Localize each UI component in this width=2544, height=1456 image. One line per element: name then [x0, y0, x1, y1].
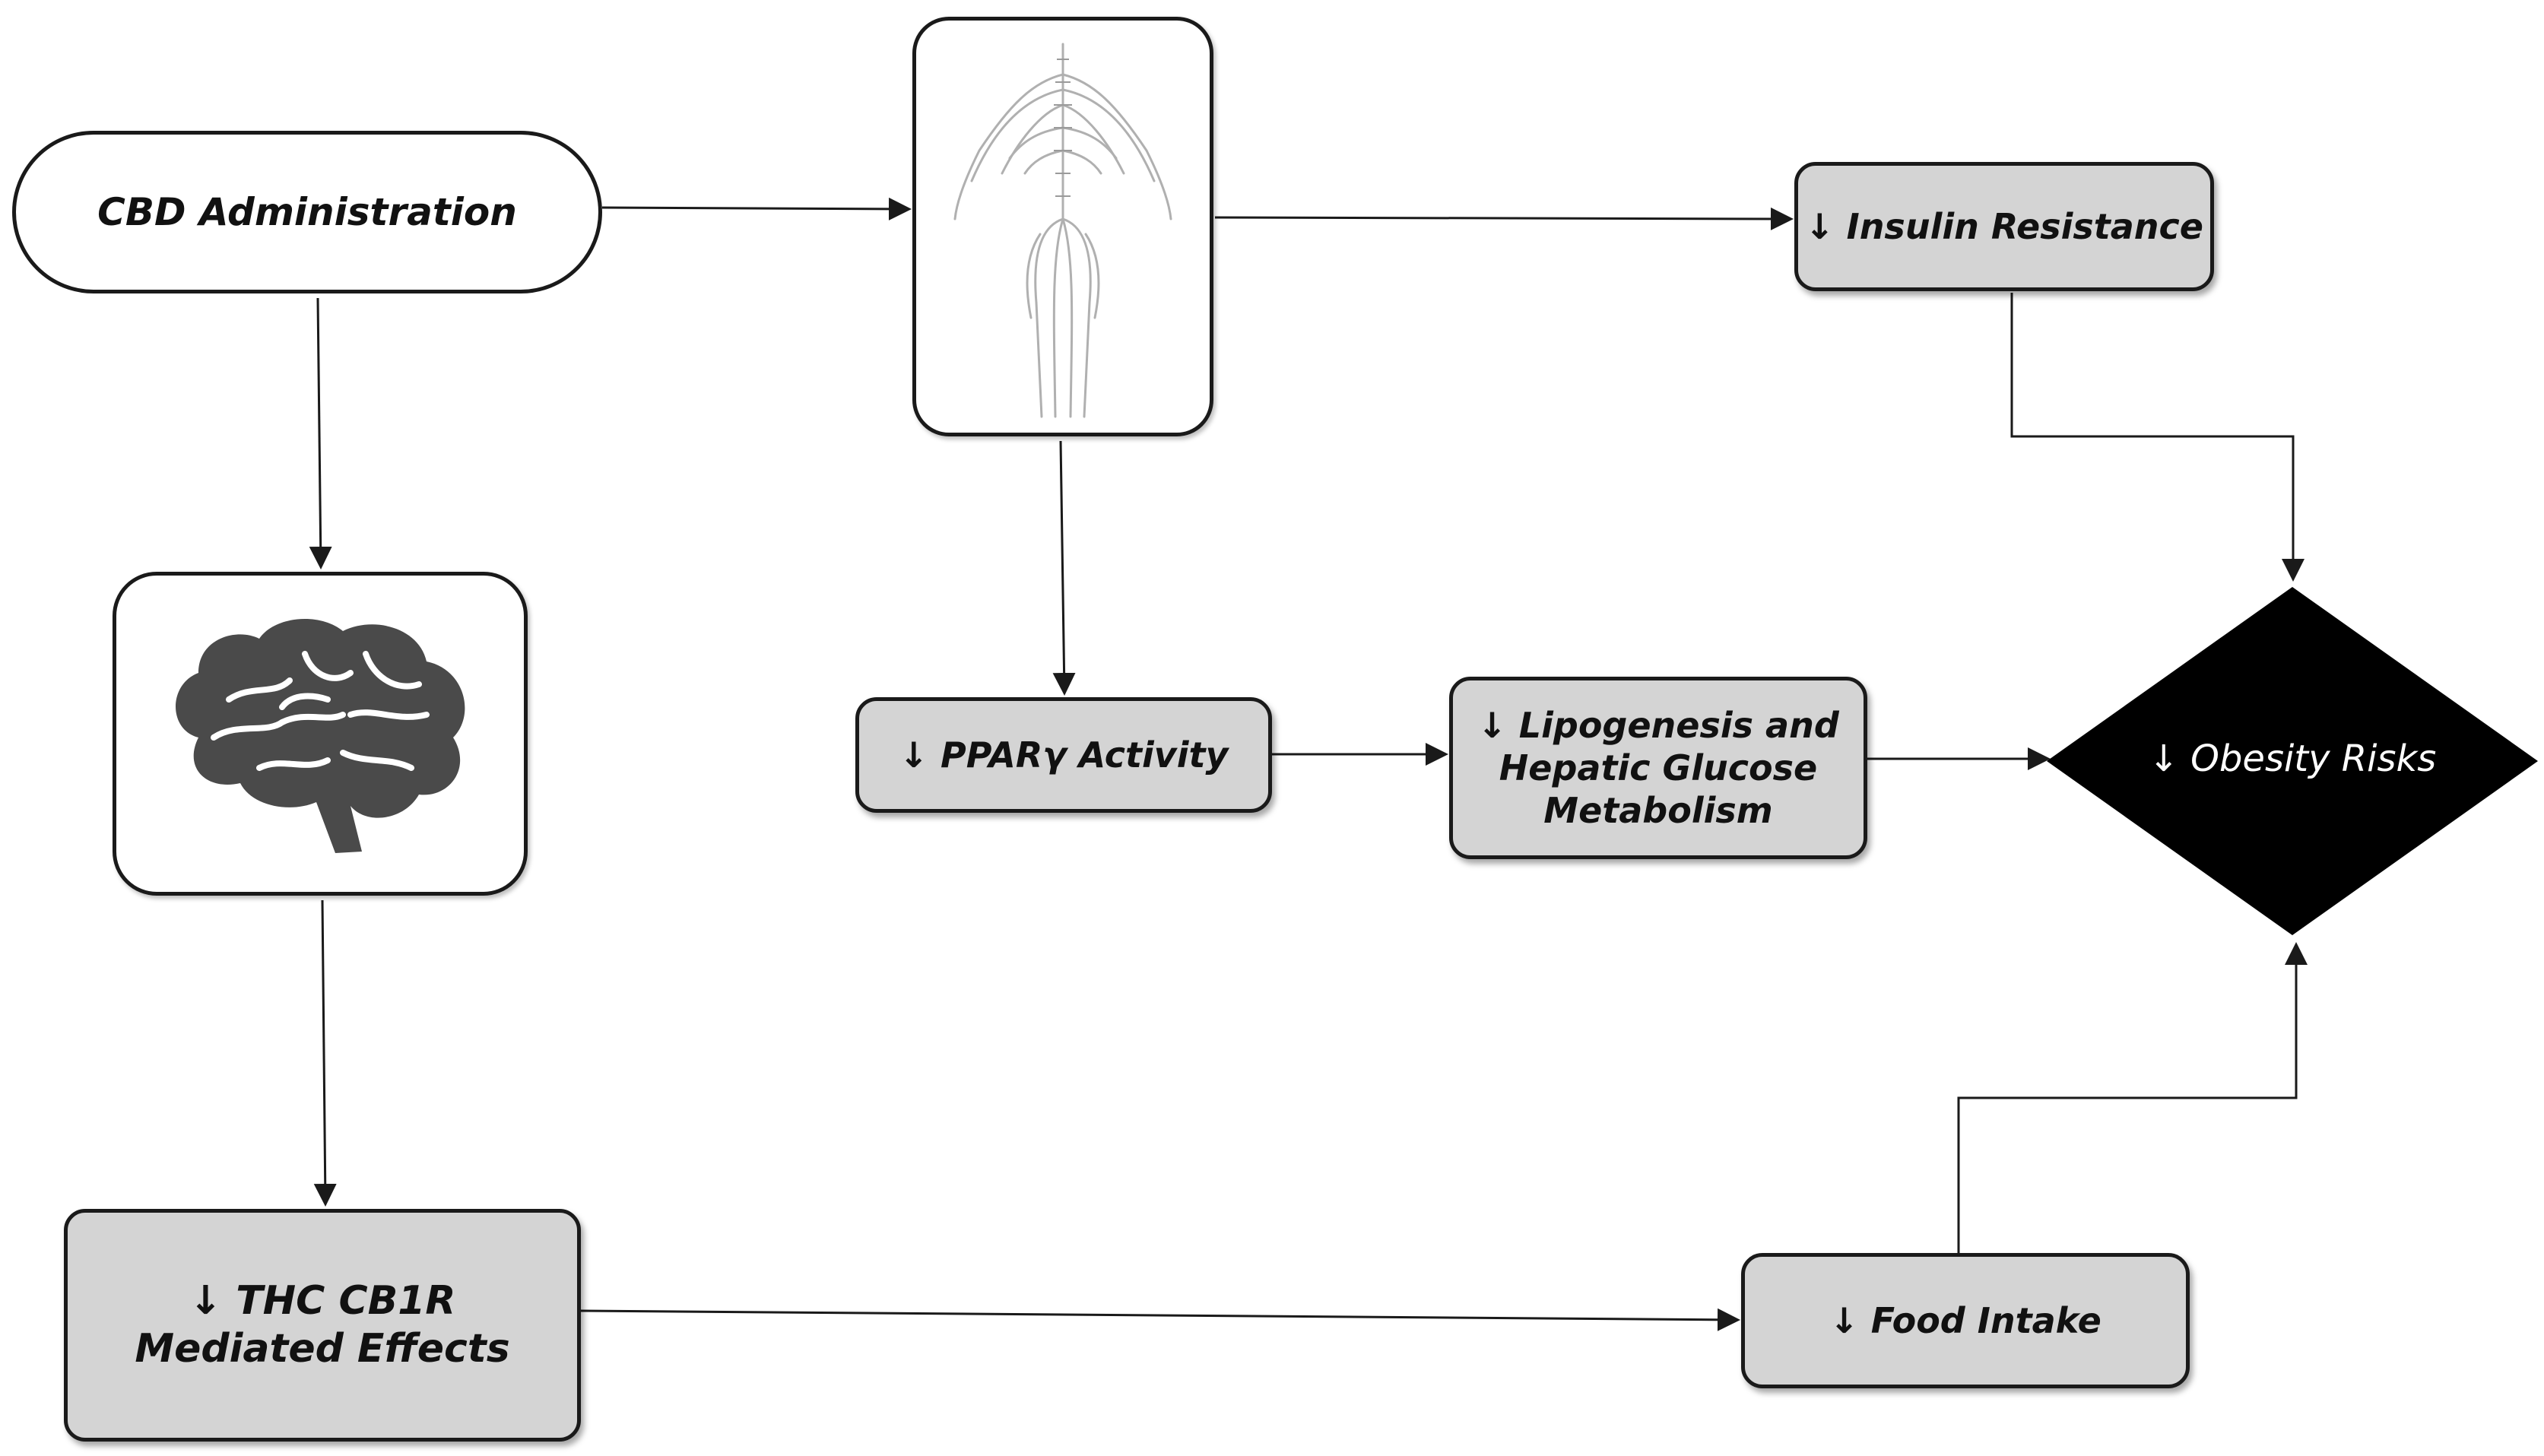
lipogenesis-line-2: Hepatic Glucose: [1499, 747, 1818, 788]
lipogenesis-label: ↓ Lipogenesis and Hepatic Glucose Metabo…: [1477, 704, 1839, 832]
insulin-resistance-node: ↓ Insulin Resistance: [1794, 162, 2214, 291]
arrow-cbd-to-brain: [309, 297, 332, 569]
arrow-nerve-to-ppar: [1052, 440, 1076, 696]
cbd-administration-node: CBD Administration: [12, 131, 602, 293]
obesity-risks-node: [2047, 587, 2538, 935]
arrow-thc-to-food: [580, 1308, 1740, 1331]
thc-cb1r-label: ↓ THC CB1R Mediated Effects: [135, 1277, 509, 1374]
nervous-system-node: [912, 17, 1213, 436]
thc-cb1r-line-1: ↓ THC CB1R: [189, 1277, 456, 1324]
lipogenesis-line-3: Metabolism: [1543, 790, 1773, 832]
thc-cb1r-node: ↓ THC CB1R Mediated Effects: [64, 1209, 581, 1442]
lipogenesis-node: ↓ Lipogenesis and Hepatic Glucose Metabo…: [1449, 677, 1867, 859]
arrow-brain-to-thc: [313, 899, 337, 1207]
obesity-risks-label: ↓ Obesity Risks: [2148, 738, 2437, 780]
food-intake-node: ↓ Food Intake: [1741, 1253, 2190, 1388]
nervous-system-icon: [953, 43, 1172, 418]
insulin-resistance-label: ↓ Insulin Resistance: [1805, 205, 2203, 247]
lipogenesis-line-1: ↓ Lipogenesis and: [1477, 704, 1839, 746]
arrow-insulin-to-obesity: [2010, 293, 2305, 582]
arrow-nerve-to-insulin: [1214, 207, 1794, 230]
cbd-administration-label: CBD Administration: [97, 189, 517, 234]
brain-icon: [176, 618, 465, 853]
thc-cb1r-line-2: Mediated Effects: [135, 1326, 510, 1372]
brain-node: [113, 572, 528, 896]
food-intake-label: ↓ Food Intake: [1829, 1299, 2101, 1341]
arrow-food-to-obesity: [1957, 942, 2308, 1253]
ppar-activity-node: ↓ PPARγ Activity: [855, 697, 1272, 813]
arrow-cbd-to-nerve: [601, 197, 912, 220]
ppar-activity-label: ↓ PPARγ Activity: [899, 734, 1229, 776]
